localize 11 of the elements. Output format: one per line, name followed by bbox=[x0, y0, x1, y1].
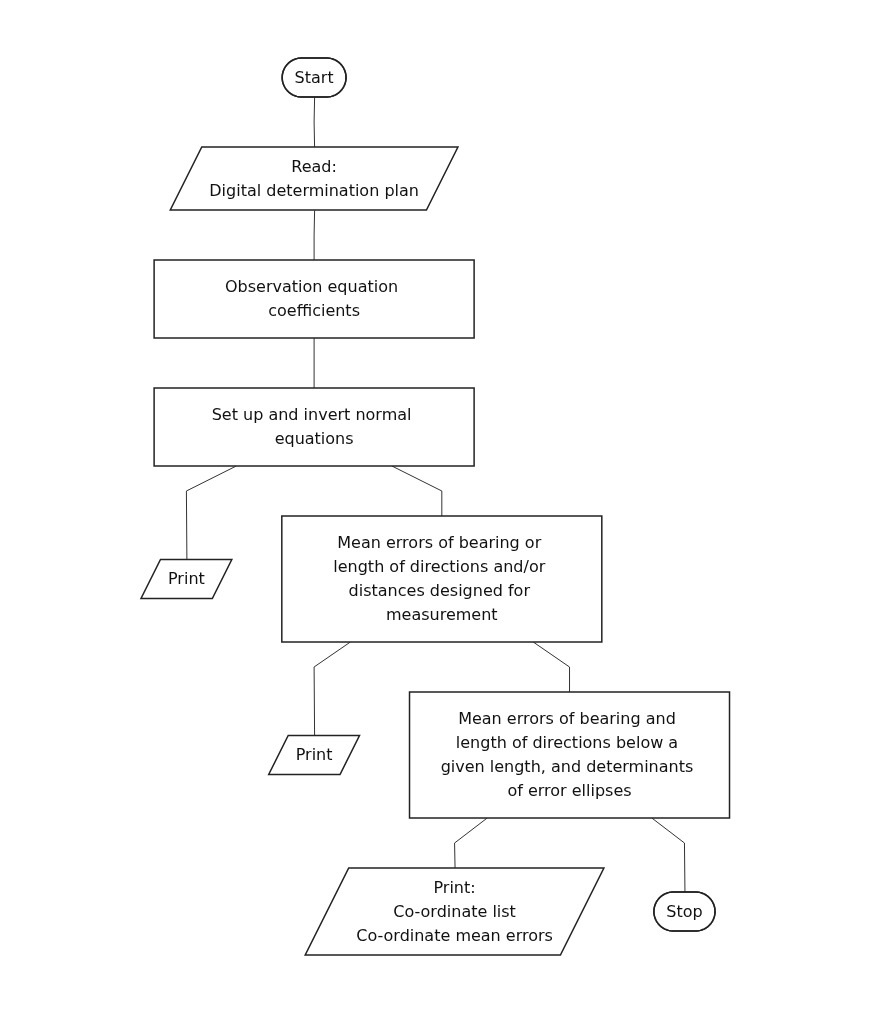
connector bbox=[391, 465, 443, 516]
node-box: Observation equation coefficients bbox=[153, 258, 476, 339]
node-box: Mean errors of bearing and length of directions below a given length, and determinants of error ellipses bbox=[409, 690, 731, 819]
connector bbox=[651, 817, 686, 893]
node-box: Set up and invert normal equations bbox=[153, 386, 476, 467]
connector bbox=[313, 209, 316, 260]
connector bbox=[532, 641, 571, 692]
connector bbox=[313, 641, 352, 736]
connector bbox=[186, 465, 237, 560]
node-box: Mean errors of bearing or length of directions and/or distances designed for measurement bbox=[281, 514, 603, 643]
connector bbox=[313, 337, 315, 388]
